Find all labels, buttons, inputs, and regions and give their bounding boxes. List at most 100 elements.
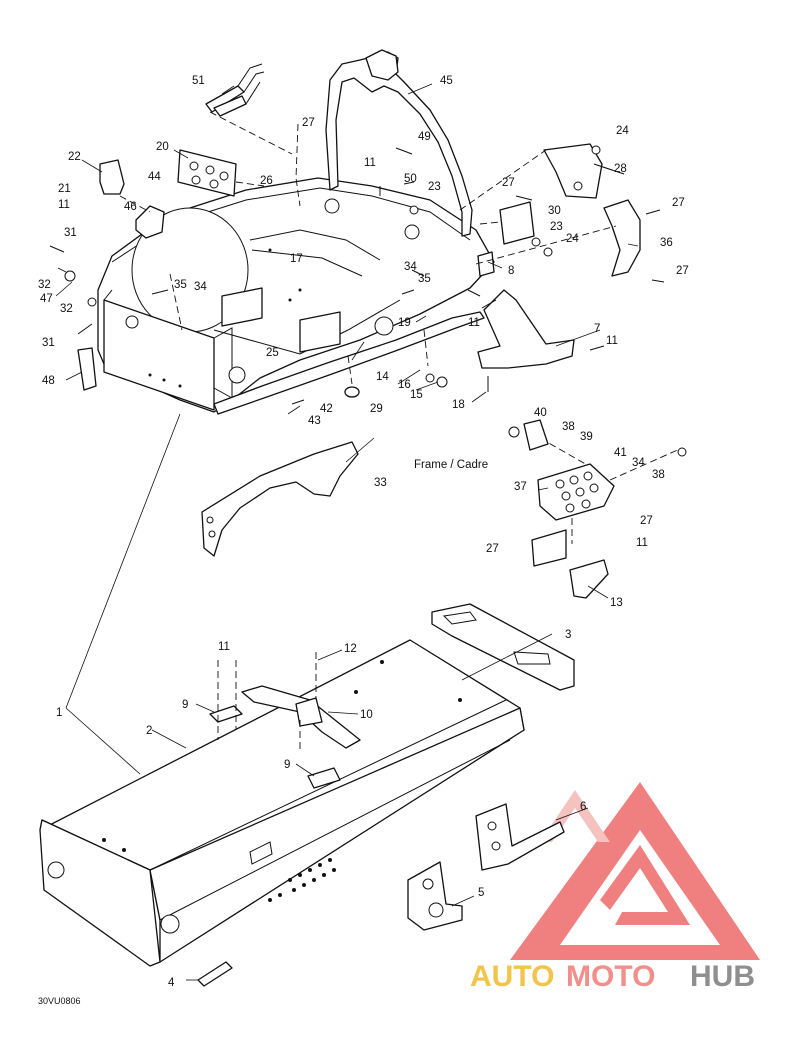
callout-27f: 27 (486, 543, 499, 555)
dashed-leader-12 (299, 652, 317, 750)
callout-leaders (55, 83, 639, 981)
bracket-46 (135, 205, 165, 239)
bracket-10 (241, 685, 361, 749)
callout-38a: 38 (562, 421, 575, 433)
callout-48: 48 (42, 375, 55, 387)
watermark-hub: HUB (690, 960, 755, 993)
callout-18: 18 (452, 399, 465, 411)
bar-33 (201, 441, 359, 557)
callout-34a: 34 (194, 281, 207, 293)
hose-assembly-51 (205, 63, 265, 117)
callout-27d: 27 (676, 265, 689, 277)
callout-19: 19 (398, 317, 411, 329)
callout-22: 22 (68, 151, 81, 163)
callout-35b: 35 (418, 273, 431, 285)
callout-34b: 34 (404, 261, 417, 273)
callout-32a: 32 (38, 279, 51, 291)
callout-8: 8 (508, 265, 514, 277)
callout-11d: 11 (468, 317, 480, 329)
bracket-36 (603, 199, 641, 277)
callout-43: 43 (308, 415, 321, 427)
callout-23a: 23 (428, 181, 441, 193)
callout-11f: 11 (636, 537, 648, 549)
callout-24a: 24 (616, 125, 629, 137)
callout-27c: 27 (672, 197, 685, 209)
rod-4 (197, 961, 233, 987)
figure-code: 30VU0806 (38, 996, 81, 1006)
bracket-13 (569, 559, 609, 599)
callout-27b: 27 (502, 177, 515, 189)
callout-1: 1 (56, 707, 62, 719)
bracket-7 (477, 289, 575, 369)
callout-16: 16 (398, 379, 411, 391)
slide-9a (209, 705, 243, 723)
callout-49: 49 (418, 131, 431, 143)
callout-51: 51 (192, 75, 205, 87)
bracket-22 (99, 159, 125, 195)
callout-35a: 35 (174, 279, 187, 291)
tunnel-vent-holes (268, 858, 336, 902)
callout-50: 50 (404, 173, 417, 185)
callout-3: 3 (565, 629, 571, 641)
slide-9b (307, 767, 341, 789)
callout-44: 44 (148, 171, 161, 183)
watermark-g-icon (600, 845, 690, 925)
bracket-6 (475, 803, 565, 871)
callout-27a: 27 (302, 117, 315, 129)
bracket-28 (543, 143, 603, 199)
callout-34c: 34 (632, 457, 645, 469)
callout-42: 42 (320, 403, 333, 415)
callout-2: 2 (146, 725, 152, 737)
bumper-29 (344, 386, 360, 398)
callout-11b: 11 (364, 157, 376, 169)
fasteners-upper (49, 145, 665, 405)
upper-frame (97, 177, 495, 415)
callout-30: 30 (548, 205, 561, 217)
callout-27e: 27 (640, 515, 653, 527)
callout-10: 10 (360, 709, 373, 721)
callout-6: 6 (580, 801, 586, 813)
bracket-8 (477, 251, 495, 277)
callout-28: 28 (614, 163, 627, 175)
dashed-leaders-upper (119, 111, 683, 544)
callout-13: 13 (610, 597, 623, 609)
callout-labels: 1 2 3 4 5 6 7 8 9 9 10 11 11 11 11 11 11… (38, 75, 689, 989)
callout-36: 36 (660, 237, 673, 249)
callout-11e: 11 (606, 335, 618, 347)
callout-47: 47 (40, 293, 53, 305)
callout-31b: 31 (42, 337, 55, 349)
callout-9b: 9 (284, 759, 290, 771)
watermark-moto: MOTO (566, 960, 655, 993)
callout-32b: 32 (60, 303, 73, 315)
callout-9a: 9 (182, 699, 188, 711)
callout-38b: 38 (652, 469, 665, 481)
callout-39: 39 (580, 431, 593, 443)
callout-23b: 23 (550, 221, 563, 233)
callout-24b: 24 (566, 233, 579, 245)
callout-31a: 31 (64, 227, 77, 239)
frame-label: Frame / Cadre (414, 459, 488, 471)
bracket-30 (499, 201, 535, 245)
callout-11a: 11 (218, 641, 230, 653)
callout-29: 29 (370, 403, 383, 415)
callout-17: 17 (290, 253, 303, 265)
callout-4: 4 (168, 977, 175, 989)
callout-7: 7 (594, 323, 600, 335)
callout-15: 15 (410, 389, 423, 401)
watermark-auto: AUTO (470, 960, 554, 993)
plate-3 (431, 603, 575, 691)
handle-bar-clamp (365, 49, 399, 81)
footrest-holes (555, 471, 599, 513)
callout-12: 12 (344, 643, 357, 655)
callout-5: 5 (478, 887, 484, 899)
bracket-48 (77, 347, 97, 391)
watermark-logo (510, 782, 760, 960)
callout-11c: 11 (58, 199, 70, 211)
callout-14: 14 (376, 371, 389, 383)
callout-33: 33 (374, 477, 387, 489)
tunnel-assembly (39, 639, 525, 967)
callout-40: 40 (534, 407, 547, 419)
callout-46: 46 (124, 201, 137, 213)
callout-26: 26 (260, 175, 273, 187)
